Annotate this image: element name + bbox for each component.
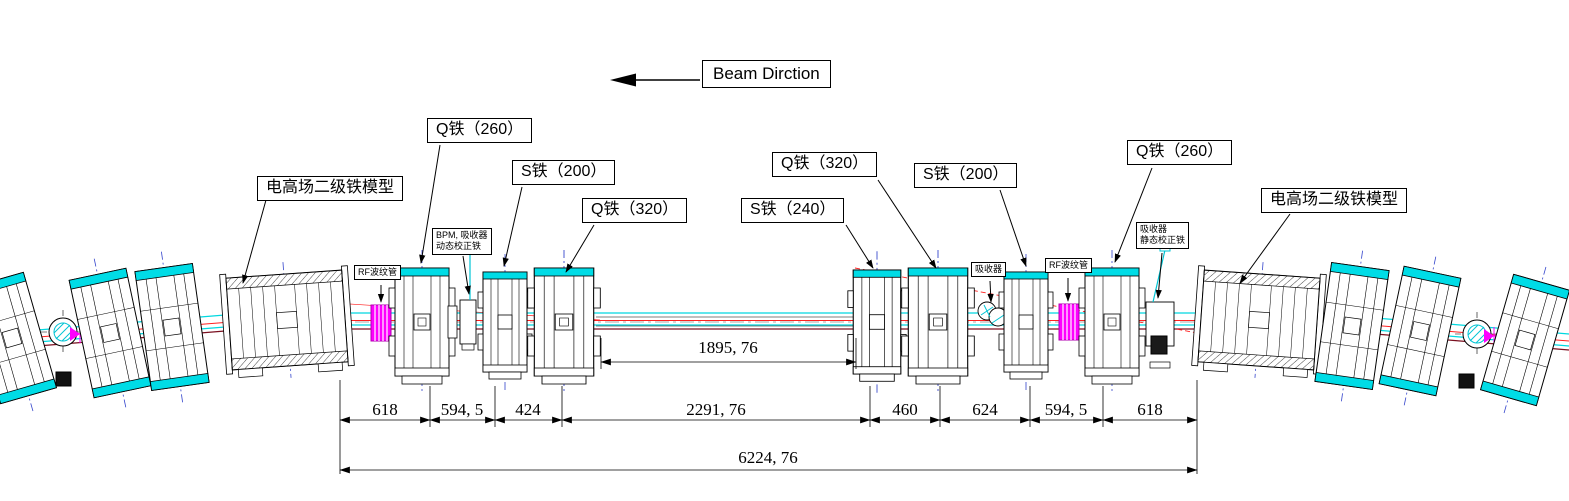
s-magnet-240 bbox=[847, 250, 907, 394]
dim-424: 424 bbox=[515, 400, 541, 419]
label-bpm-line1: BPM, 吸收器 bbox=[436, 230, 488, 240]
dim-594-5-right: 594, 5 bbox=[1044, 400, 1088, 419]
support-block-left bbox=[55, 371, 72, 387]
rf-bellows-right-device bbox=[1058, 303, 1080, 341]
dim-inner-span: 1895, 76 bbox=[698, 338, 758, 357]
label-dipole-left: 电高场二级铁模型 bbox=[257, 176, 404, 201]
label-absorber-static-line2: 静态校正铁 bbox=[1140, 235, 1186, 246]
label-s240: S铁（240） bbox=[741, 198, 845, 223]
label-dipole-right: 电高场二级铁模型 bbox=[1261, 188, 1408, 213]
dim-total: 6224, 76 bbox=[738, 448, 798, 467]
label-absorber-static: 吸收器 静态校正铁 bbox=[1136, 222, 1190, 249]
label-rf-bellows-left: RF波纹管 bbox=[354, 265, 401, 281]
dim-594-5-left: 594, 5 bbox=[440, 400, 484, 419]
dipole-magnet-left bbox=[218, 257, 356, 383]
label-q320-right: Q铁（320） bbox=[772, 152, 878, 177]
label-bpm-line2: 动态校正铁 bbox=[436, 241, 482, 252]
support-block-right bbox=[1458, 373, 1475, 389]
label-s200-right: S铁（200） bbox=[914, 163, 1018, 188]
rf-bellows-left-device bbox=[370, 304, 392, 342]
dim-618-right: 618 bbox=[1137, 400, 1163, 419]
label-bpm-absorber-dynamic: BPM, 吸收器 动态校正铁 bbox=[432, 228, 492, 255]
q-magnet-320-right bbox=[901, 249, 975, 395]
beam-direction-label: Beam Dirction bbox=[702, 60, 831, 89]
label-rf-bellows-right: RF波纹管 bbox=[1045, 258, 1092, 274]
beam-direction-arrow bbox=[610, 73, 700, 87]
dipole-magnet-right bbox=[1190, 257, 1328, 383]
static-corrector-assembly bbox=[1145, 242, 1175, 369]
dim-2291-76: 2291, 76 bbox=[686, 400, 746, 419]
dim-618-left: 618 bbox=[372, 400, 398, 419]
dim-624: 624 bbox=[972, 400, 998, 419]
dim-460: 460 bbox=[892, 400, 918, 419]
s-magnet-200-left bbox=[477, 253, 533, 391]
s-magnet-200-right bbox=[998, 253, 1054, 391]
q-magnet-320-left bbox=[527, 249, 601, 395]
label-q260-right: Q铁（260） bbox=[1127, 140, 1233, 165]
label-absorber: 吸收器 bbox=[971, 262, 1007, 278]
dimension-lines bbox=[339, 338, 1198, 474]
label-s200-left: S铁（200） bbox=[512, 160, 616, 185]
label-q320-left: Q铁（320） bbox=[582, 198, 688, 223]
label-absorber-static-line1: 吸收器 bbox=[1140, 224, 1168, 234]
leader-lines bbox=[242, 144, 1291, 303]
label-q260-left: Q铁（260） bbox=[427, 118, 533, 143]
